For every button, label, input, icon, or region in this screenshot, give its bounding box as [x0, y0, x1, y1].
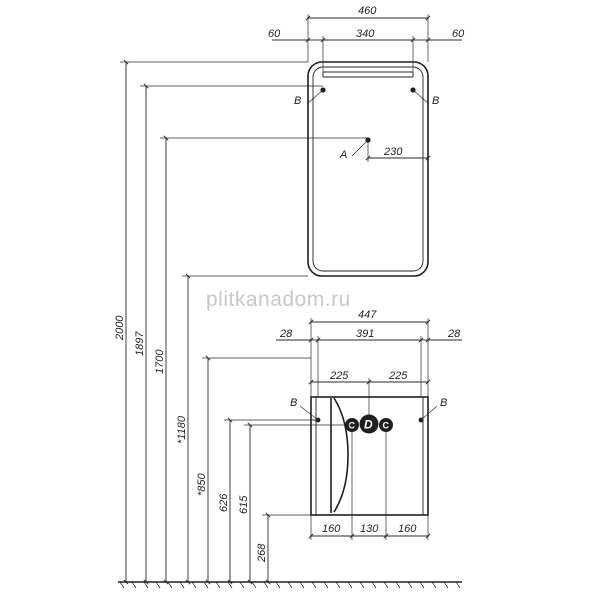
dim-label: 160: [322, 523, 341, 535]
dim-cabinet-width: 447: [308, 309, 431, 397]
dim-label-1700: 1700: [154, 349, 166, 374]
svg-text:A: A: [339, 149, 347, 161]
dim-label-850: *850: [196, 472, 208, 496]
dim-label-626: 626: [218, 493, 230, 512]
dim-label: 225: [329, 370, 349, 382]
dim-label: 28: [447, 328, 461, 340]
mirror-outer: [307, 61, 429, 277]
dim-label: 60: [268, 28, 281, 40]
dim-label: 60: [452, 28, 465, 40]
dim-mirror-inner: 60 340 60: [268, 28, 465, 72]
dim-cabinet-halves: 225 225: [308, 370, 431, 420]
cabinet-callout-b-right: B: [418, 397, 447, 423]
svg-text:C: C: [383, 421, 390, 431]
mirror-callout-b-right: B: [410, 87, 439, 107]
vertical-dimensions: 2000 1897 1700 *1180 *850 626 615 268: [114, 59, 462, 589]
svg-text:D: D: [364, 418, 373, 432]
dim-label-2000: 2000: [114, 315, 126, 341]
dim-label: 391: [356, 328, 374, 340]
dim-label-268: 268: [256, 543, 268, 563]
svg-text:B: B: [290, 397, 297, 409]
svg-text:B: B: [432, 95, 439, 107]
svg-text:C: C: [349, 421, 356, 431]
dim-label: 160: [398, 523, 417, 535]
svg-text:B: B: [440, 397, 447, 409]
bubble-d: D: [359, 414, 379, 434]
bubble-c-right: C: [379, 418, 393, 432]
dim-label: 28: [279, 328, 293, 340]
mirror-callout-b-left: B: [294, 87, 326, 107]
dim-label: 230: [383, 146, 403, 158]
dim-label: 130: [360, 523, 379, 535]
dim-label: 225: [388, 370, 408, 382]
dim-cabinet-bottom: 160 130 160: [308, 432, 431, 540]
dim-cabinet-inner: 28 391 28: [276, 328, 462, 397]
mirror: [307, 61, 429, 277]
dim-label-1897: 1897: [134, 331, 146, 356]
mirror-inner: [312, 66, 424, 272]
dim-label: 340: [356, 28, 375, 40]
mirror-point-a: A 230: [339, 137, 431, 162]
dim-label: 460: [358, 5, 377, 17]
watermark: plitkanadom.ru: [206, 288, 351, 311]
dim-label-615: 615: [238, 495, 250, 514]
svg-text:B: B: [294, 95, 301, 107]
dim-label: 447: [358, 309, 377, 321]
cabinet: [310, 396, 429, 516]
dim-label-1180: *1180: [176, 415, 188, 444]
floor-hatch: [119, 581, 461, 589]
